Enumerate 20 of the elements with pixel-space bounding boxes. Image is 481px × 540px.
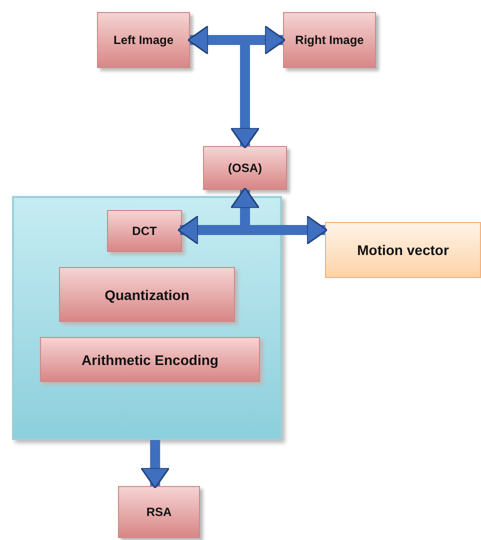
- block-arrow: [230, 187, 328, 245]
- box-label: Motion vector: [357, 242, 449, 258]
- process-box: [118, 486, 200, 538]
- process-box: [107, 210, 182, 252]
- process-box: [40, 337, 260, 382]
- box-label: Quantization: [104, 286, 190, 302]
- process-box: [325, 222, 481, 278]
- process-box: [59, 267, 235, 322]
- box-label: (OSA): [228, 161, 262, 175]
- box-label: DCT: [132, 224, 157, 238]
- process-box: [283, 12, 376, 68]
- block-arrow: [140, 440, 170, 489]
- box-label: Right Image: [295, 33, 364, 47]
- box-label: Left Image: [113, 33, 174, 47]
- group-panel: [12, 196, 282, 440]
- box-label: RSA: [146, 505, 172, 519]
- box-label: Arithmetic Encoding: [82, 352, 218, 368]
- process-box: [97, 12, 190, 68]
- block-arrow: [230, 25, 286, 149]
- process-box: [203, 146, 287, 190]
